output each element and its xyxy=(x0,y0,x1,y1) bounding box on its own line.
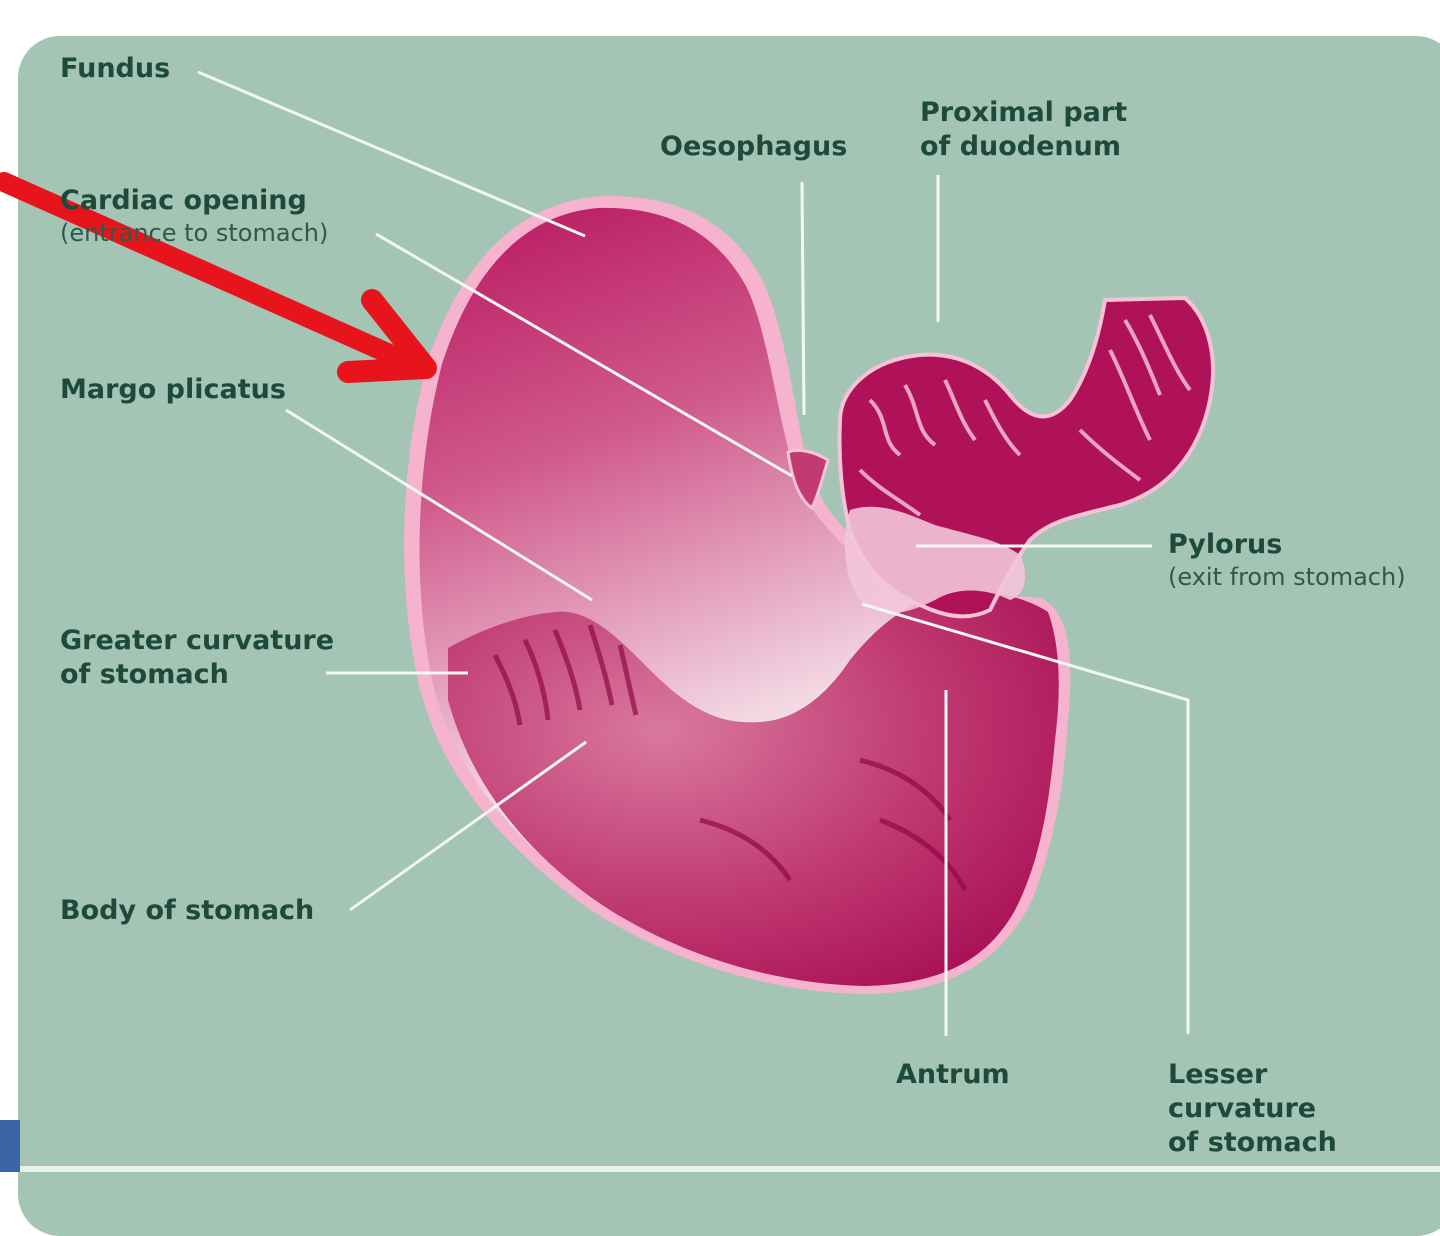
label-greater-line1: Greater curvature xyxy=(60,625,335,656)
corner-tab xyxy=(0,1120,20,1172)
leader-lines xyxy=(197,70,1190,1036)
label-greater-line2: of stomach xyxy=(60,659,229,690)
gastric-rugae xyxy=(492,624,968,892)
lesser-leader xyxy=(861,602,1190,1034)
label-pylorus-main: Pylorus xyxy=(1168,529,1283,560)
cardiac-leader xyxy=(375,232,793,478)
label-margo-plicatus: Margo plicatus xyxy=(60,374,286,405)
label-cardiac-opening: Cardiac opening (entrance to stomach) xyxy=(60,184,328,248)
red-arrow xyxy=(0,172,437,383)
stomach-lower-mucosa xyxy=(448,591,1059,986)
duodenal-folds xyxy=(858,314,1192,517)
label-pylorus-sub: (exit from stomach) xyxy=(1168,563,1406,591)
label-lesser-line3: of stomach xyxy=(1168,1127,1337,1158)
bottom-strip xyxy=(20,1166,1440,1172)
label-duodenum-line2: of duodenum xyxy=(920,131,1122,162)
fundus-leader xyxy=(197,70,586,238)
label-greater-curvature: Greater curvature of stomach xyxy=(60,624,334,692)
label-oesophagus: Oesophagus xyxy=(660,131,848,162)
label-cardiac-sub: (entrance to stomach) xyxy=(60,219,329,247)
label-cardiac-main: Cardiac opening xyxy=(60,185,307,216)
body-leader xyxy=(349,740,587,912)
oesophagus-leader xyxy=(800,181,806,416)
label-lesser-curvature: Lesser curvature of stomach xyxy=(1168,1058,1337,1160)
label-lesser-line1: Lesser xyxy=(1168,1059,1268,1090)
pyloric-sphincter xyxy=(844,506,1026,614)
stomach-illustration xyxy=(0,70,1215,1036)
label-fundus: Fundus xyxy=(60,53,171,84)
margo-leader xyxy=(285,408,593,602)
label-antrum: Antrum xyxy=(896,1059,1010,1090)
oesophagus-shape xyxy=(786,448,830,511)
label-lesser-line2: curvature xyxy=(1168,1093,1317,1124)
label-pylorus: Pylorus (exit from stomach) xyxy=(1168,528,1406,592)
label-duodenum-line1: Proximal part xyxy=(920,97,1128,128)
label-duodenum: Proximal part of duodenum xyxy=(920,96,1127,164)
label-body-of-stomach: Body of stomach xyxy=(60,895,315,926)
